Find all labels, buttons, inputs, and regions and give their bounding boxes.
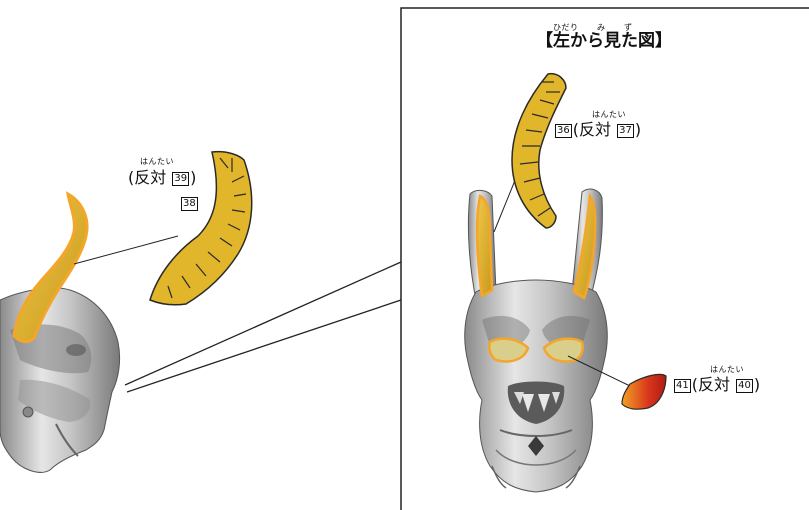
left-horn-opposite-word: 反対 [134, 168, 166, 187]
eye-label: 41(反対 40) [673, 377, 760, 393]
eye-part [622, 374, 666, 409]
right-horn-opposite-word: 反対 [579, 120, 611, 139]
right-horn-number: 36 [555, 124, 572, 138]
eye-opposite-word: 反対 [698, 375, 730, 394]
left-horn-ruby: はんたい [140, 158, 174, 166]
side-left-eye [489, 339, 528, 362]
right-horn-part [512, 74, 566, 228]
side-view-frame [401, 8, 809, 510]
left-horn-number-wrap: 38 [180, 195, 199, 211]
side-view-title: 【左から見た図】 [536, 33, 672, 50]
left-horn-number: 38 [181, 197, 198, 211]
right-horn-close-paren: ) [635, 120, 641, 139]
right-horn-opposite-number: 37 [617, 124, 634, 138]
eye-number: 41 [674, 379, 691, 393]
title-text: 左から見た図 [553, 31, 655, 51]
eye-opposite-number: 40 [736, 379, 753, 393]
left-horn-opposite-label: (反対 39) [128, 170, 196, 186]
left-horn-leader [74, 236, 178, 264]
callout-line-lower [127, 300, 401, 392]
left-horn-close-paren: ) [190, 168, 196, 187]
title-close-bracket: 】 [655, 31, 672, 51]
right-horn-label: 36(反対 37) [554, 122, 641, 138]
side-right-eye [544, 339, 583, 362]
left-horn-opposite-number: 39 [172, 172, 189, 186]
right-horn-ruby: はんたい [592, 111, 626, 119]
eye-close-paren: ) [754, 375, 760, 394]
eye-ruby: はんたい [710, 366, 744, 374]
title-open-bracket: 【 [536, 31, 553, 51]
